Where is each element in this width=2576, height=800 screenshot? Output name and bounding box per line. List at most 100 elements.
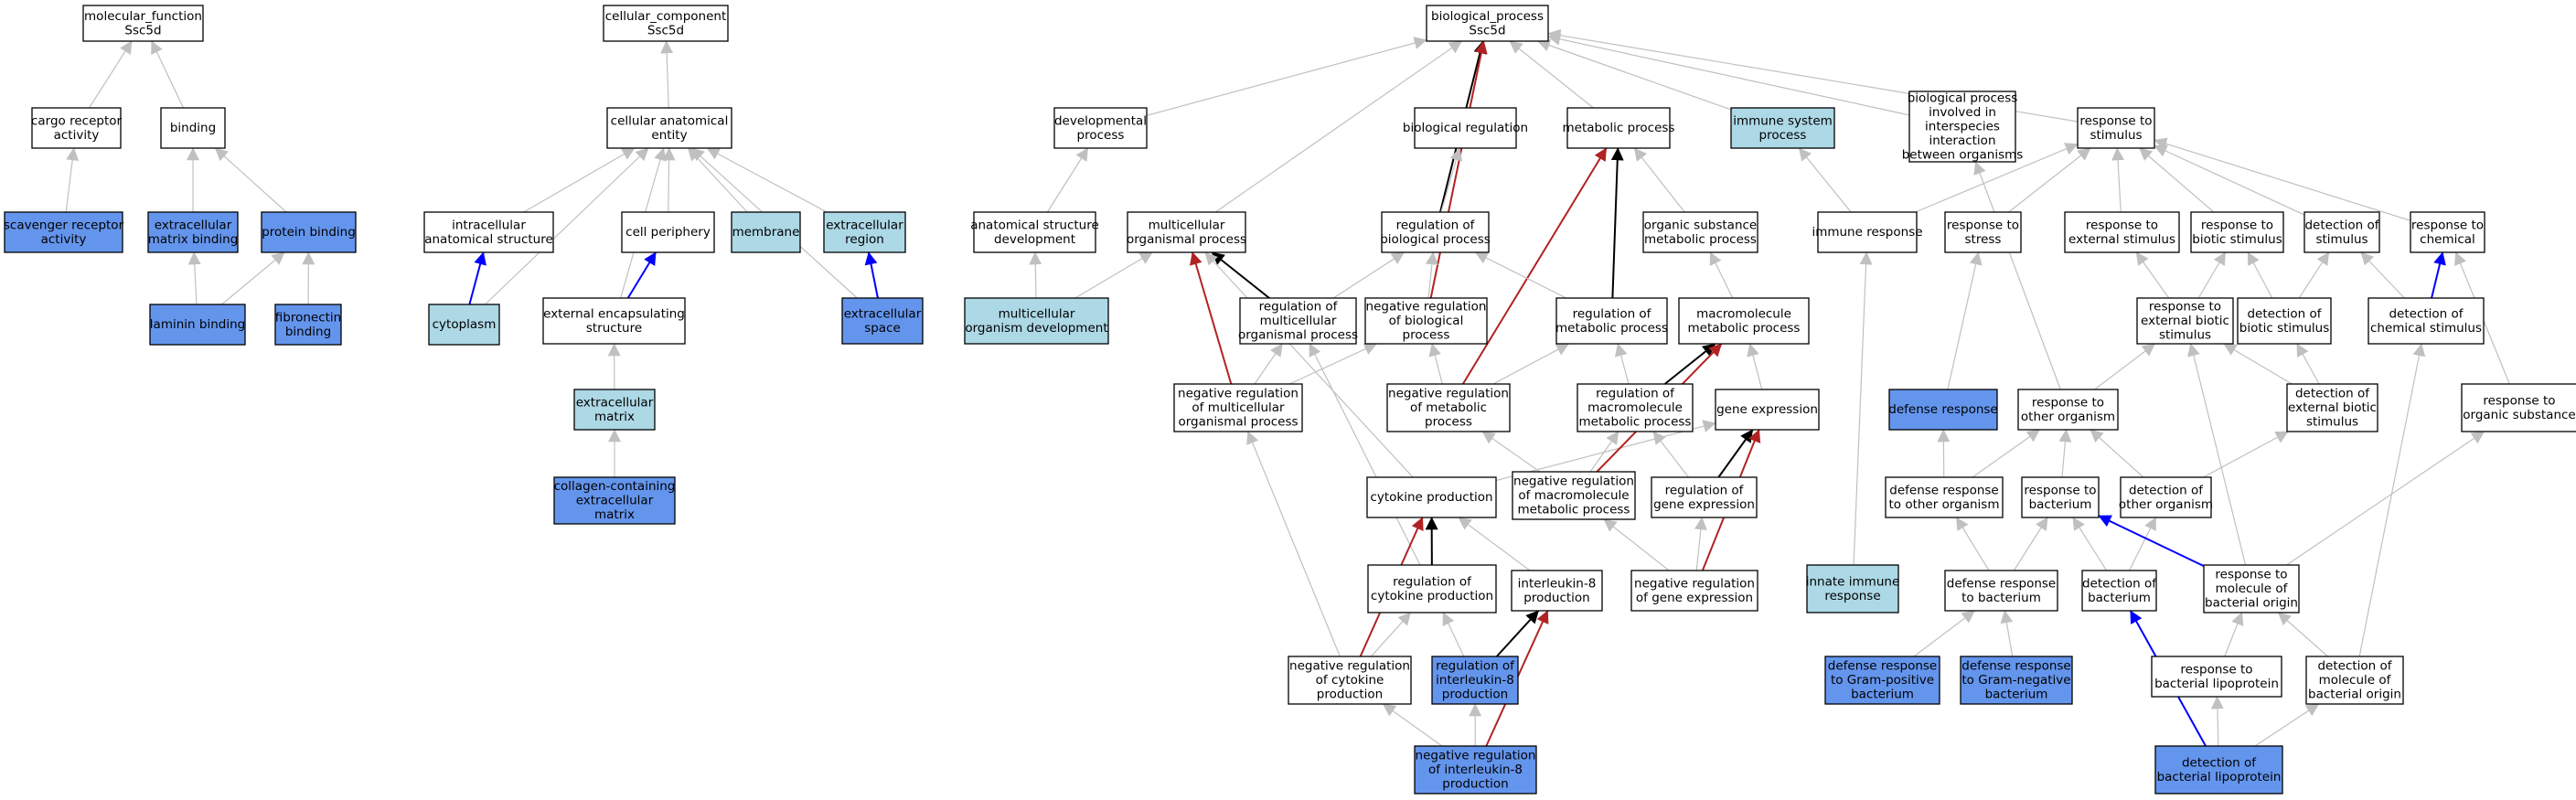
go-term-node-periph[interactable]: cell periphery <box>621 211 715 253</box>
node-label-line: stimulus <box>2159 328 2211 343</box>
node-box <box>1566 107 1671 149</box>
go-term-node-geneexp[interactable]: gene expression <box>1715 389 1820 431</box>
node-label-line: involved in <box>1929 105 1996 120</box>
go-term-node-bioreg[interactable]: biological regulation <box>1403 107 1528 149</box>
node-label-line: gene expression <box>1716 402 1818 417</box>
edge-laminin-to-ecmbind <box>187 251 201 305</box>
go-term-node-binding[interactable]: binding <box>160 107 226 149</box>
node-label-line: molecule of <box>2319 673 2392 688</box>
node-label-line: response to <box>2086 218 2158 232</box>
node-label-line: negative regulation <box>1289 659 1410 674</box>
go-term-node-defresp[interactable]: defense response <box>1888 389 1998 431</box>
go-term-node-metab[interactable]: metabolic process <box>1563 107 1675 149</box>
go-term-node-cytoprod[interactable]: cytokine production <box>1366 476 1497 518</box>
edge-interspecies-to-bp <box>1547 32 1910 116</box>
node-label-line: response to <box>2483 393 2555 408</box>
edge-cytoprod-to-geneexp <box>1495 420 1716 482</box>
node-label-line: molecule of <box>2216 581 2289 596</box>
node-label-line: defense response <box>1828 659 1937 674</box>
go-term-node-protbind[interactable]: protein binding <box>261 211 357 253</box>
node-label-line: Ssc5d <box>124 23 161 37</box>
edge-cytoplasm-to-intra <box>468 251 486 305</box>
go-term-node-laminin[interactable]: laminin binding <box>149 304 246 346</box>
node-label-line: extracellular <box>826 218 903 232</box>
node-label-line: collagen-containing <box>554 479 676 494</box>
node-box <box>542 297 686 345</box>
go-term-node-immresp[interactable]: immune response <box>1812 211 1923 253</box>
node-box <box>1364 297 1488 345</box>
node-label-line: developmental <box>1054 113 1147 128</box>
edge-respextbiotic-to-respextstim <box>2135 251 2170 299</box>
node-box <box>1960 656 2073 705</box>
go-term-node-cytoplasm[interactable]: cytoplasm <box>428 304 500 346</box>
node-box <box>423 211 554 253</box>
go-term-node-membrane[interactable]: membrane <box>731 211 801 253</box>
node-label-line: biotic stimulus <box>2239 321 2329 336</box>
node-label-line: defense response <box>1889 483 1998 497</box>
edge-mod-to-mop <box>1074 251 1153 299</box>
node-box <box>2461 383 2576 432</box>
